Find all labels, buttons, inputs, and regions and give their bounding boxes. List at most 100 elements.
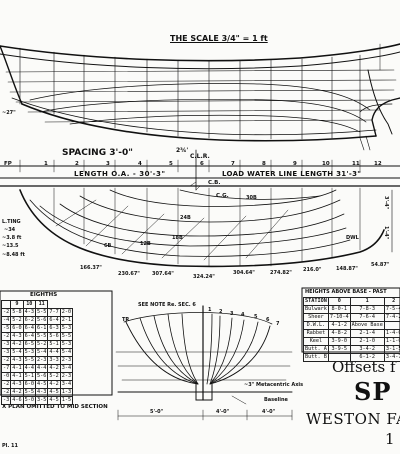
table-cell: 4-1-2 xyxy=(327,321,351,330)
table-cell: 3-4-7 xyxy=(383,353,400,362)
table-cell: -2 xyxy=(0,308,12,317)
table-cell: 5-1 xyxy=(47,340,61,349)
heights-title: HEIGHTS ABOVE BASE - PAST xyxy=(305,289,387,295)
table-cell: Butt. B xyxy=(303,353,329,362)
section-area-label: 166.37" xyxy=(80,265,102,271)
table-cell: 6-4 xyxy=(22,324,37,333)
table-cell xyxy=(327,353,351,362)
table-cell: Butt. A xyxy=(303,345,329,354)
table-row: Butt. A3-9-53-4-23-1-52-7-52-6-32-6 xyxy=(303,345,400,354)
table-cell: 2 xyxy=(383,297,400,306)
section-number: 2 xyxy=(219,309,223,315)
station-label: 4 xyxy=(138,161,142,167)
section-area-label: 274.82" xyxy=(270,270,292,276)
year: 1 xyxy=(385,430,395,448)
table-cell: -2 xyxy=(0,380,12,389)
table-cell: -2 xyxy=(0,356,12,365)
section-number: 6 xyxy=(266,317,270,323)
table-cell: Sheer xyxy=(303,313,329,322)
body-plan xyxy=(115,305,293,421)
section-area-label: 307.64" xyxy=(152,271,174,277)
section-area-label: 54.87" xyxy=(371,262,390,268)
boat-name: SP xyxy=(354,377,392,406)
metacentric-note: ~3" Metacentric Axis xyxy=(244,382,304,388)
tr-label: TR xyxy=(122,317,130,323)
cg-label: C.G. xyxy=(216,193,229,199)
table-cell: -3 xyxy=(0,396,12,405)
table-cell: 5-5 xyxy=(22,388,37,397)
right-dim: 3'-4" xyxy=(383,196,389,210)
station-label: 5 xyxy=(169,161,173,167)
station-label: 11 xyxy=(352,161,360,167)
table-cell: 2-1-4 xyxy=(349,329,385,338)
half-breadth-view xyxy=(19,187,393,268)
table-cell: -5 xyxy=(0,324,12,333)
table-cell: 4-2 xyxy=(47,364,61,373)
station-label: 8 xyxy=(262,161,266,167)
lt-note: ~34 xyxy=(4,227,16,233)
table-cell: 4-2 xyxy=(10,340,24,349)
table-cell: Keel xyxy=(303,337,329,346)
table-cell: 6-0 xyxy=(22,380,37,389)
table-cell: 1 xyxy=(349,297,385,306)
body-dim: 5'-0" xyxy=(150,409,164,415)
table-row: STATION012345 xyxy=(303,297,400,306)
table-cell: 2-0 xyxy=(59,308,74,317)
table-cell: 5-6 xyxy=(47,332,61,341)
clr-label: C.L.R. xyxy=(190,153,210,160)
offsets-title: Offsets f xyxy=(332,358,396,376)
table-cell: 1-4-0 xyxy=(383,329,400,338)
table-cell: 4-1 xyxy=(10,364,24,373)
table-cell: 7-6-4 xyxy=(349,313,385,322)
lt-note: ~8.48 ft xyxy=(2,252,25,258)
station-label: 7 xyxy=(231,161,235,167)
table-cell: 11 xyxy=(34,300,49,309)
body-dim: 4'-0" xyxy=(216,409,230,415)
table-cell: -2 xyxy=(0,388,12,397)
footer-note: Pl. 11 xyxy=(2,443,18,449)
table-cell: 3-9-0 xyxy=(327,337,351,346)
table-cell: 2-3 xyxy=(34,356,49,365)
station-label: 12 xyxy=(374,161,382,167)
dimension-lines xyxy=(0,149,400,191)
table-cell: 7-5-4 xyxy=(383,305,400,314)
table-cell: 4-4 xyxy=(22,364,37,373)
table-cell: 2-1-0 xyxy=(349,337,385,346)
table-cell: 4-3 xyxy=(10,380,24,389)
buttock-label: 18B xyxy=(172,235,183,241)
table-cell: -4 xyxy=(0,316,12,325)
table-cell: 5-3 xyxy=(59,324,74,333)
table-cell: 6-2 xyxy=(22,316,37,325)
table-cell: 4-3 xyxy=(22,308,37,317)
table-cell: 9 xyxy=(10,300,24,309)
section-number: 5 xyxy=(254,314,258,320)
eighths-title: EIGHTHS xyxy=(30,292,58,298)
table-cell: 4-4 xyxy=(47,348,61,357)
loa-label: LENGTH O.A. - 30'-3" xyxy=(74,170,166,178)
table-cell: 6-4 xyxy=(47,316,61,325)
table-cell: 1-5 xyxy=(59,396,74,405)
buttock-label: 6B xyxy=(104,243,112,249)
section-area-label: 148.87" xyxy=(336,266,358,272)
section-number: 4 xyxy=(241,312,245,318)
table-cell: 7-8-3 xyxy=(349,305,385,314)
lt-note: ~13.5 xyxy=(2,243,19,249)
table-cell: 6-3 xyxy=(47,324,61,333)
heights-above-base-table: STATION012345Bulwark8-0-17-8-37-5-47-3-0… xyxy=(303,297,400,362)
table-cell: Bulwark xyxy=(303,305,329,314)
table-cell: 6-4 xyxy=(22,332,37,341)
table-cell: 5-5 xyxy=(34,308,49,317)
